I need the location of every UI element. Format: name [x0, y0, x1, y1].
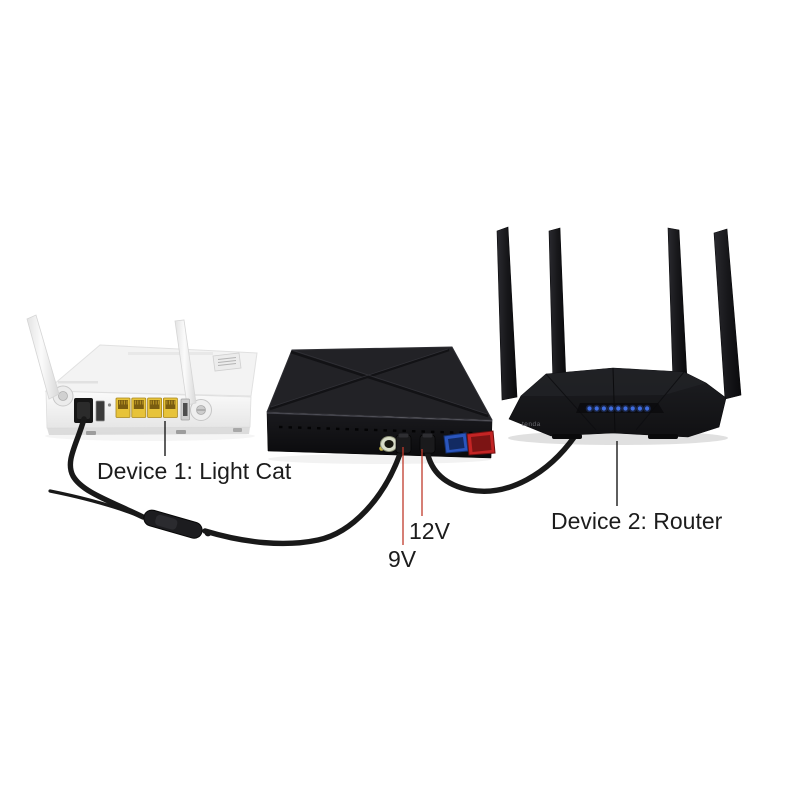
label-device1: Device 1: Light Cat [97, 458, 292, 484]
modem-foot [233, 428, 242, 432]
ethernet-port [147, 397, 163, 418]
label-9v: 9V [388, 546, 417, 572]
router-facet-creases [545, 371, 685, 431]
ups-front-lip [266, 412, 493, 422]
router-led [623, 406, 628, 411]
modem-usb-slot [95, 400, 105, 422]
modem-antenna-mount-right [190, 399, 212, 421]
router-antenna-1 [496, 226, 518, 401]
modem-reset-hole [107, 403, 112, 407]
router-antenna-3 [667, 227, 688, 382]
ups-usb-port-blue [443, 432, 469, 454]
router-led [587, 406, 592, 411]
barcode-sticker [212, 352, 242, 372]
modem-foot [176, 430, 186, 434]
annotations [164, 421, 618, 545]
router-foot [552, 434, 582, 439]
router-led [616, 406, 621, 411]
dc-plug-12v [419, 433, 436, 454]
ethernet-port [131, 397, 147, 418]
inline-dc-connector [143, 509, 203, 539]
ups-vent-row [278, 425, 487, 435]
router-led [637, 406, 643, 411]
modem-front-print [58, 381, 98, 384]
ups-dc-in-port [379, 436, 398, 452]
dc-plug-9v [395, 433, 412, 454]
ups-usb-port-red [466, 430, 496, 456]
cable-ups-to-modem [202, 451, 403, 547]
router-foot [648, 434, 678, 439]
cable-modem-power [67, 416, 146, 520]
router-led [594, 406, 599, 411]
ups-top-x-highlight [270, 348, 488, 415]
router-led [630, 406, 635, 411]
ups-top-face [266, 346, 493, 421]
router-led [609, 406, 614, 411]
modem-antenna-right [174, 319, 197, 406]
ups-device [266, 346, 496, 464]
ethernet-port [162, 397, 178, 418]
router-led [645, 406, 650, 411]
cable-ups-to-router [424, 433, 578, 494]
modem-base-strip [47, 427, 250, 435]
router-brand-logo: tenda [522, 421, 541, 428]
label-device2: Device 2: Router [551, 508, 723, 534]
ups-top-x-pattern [269, 348, 489, 418]
router-antenna-2 [548, 227, 567, 385]
router-center-crease [612, 367, 616, 433]
modem-fiber-port [180, 398, 190, 421]
modem-power-plug [77, 402, 90, 419]
cables [48, 416, 578, 547]
router-led [601, 406, 607, 411]
label-12v: 12V [409, 518, 450, 544]
modem-ethernet-ports [115, 397, 178, 418]
router-led-row [585, 404, 651, 413]
modem-device [26, 314, 258, 441]
router-antenna-4 [713, 228, 742, 400]
modem-top-face [44, 344, 258, 397]
ethernet-port [115, 397, 131, 418]
modem-antenna-left [26, 314, 60, 400]
modem-foot [86, 431, 96, 435]
modem-top-print [128, 352, 213, 355]
router-device: tenda [496, 226, 742, 445]
